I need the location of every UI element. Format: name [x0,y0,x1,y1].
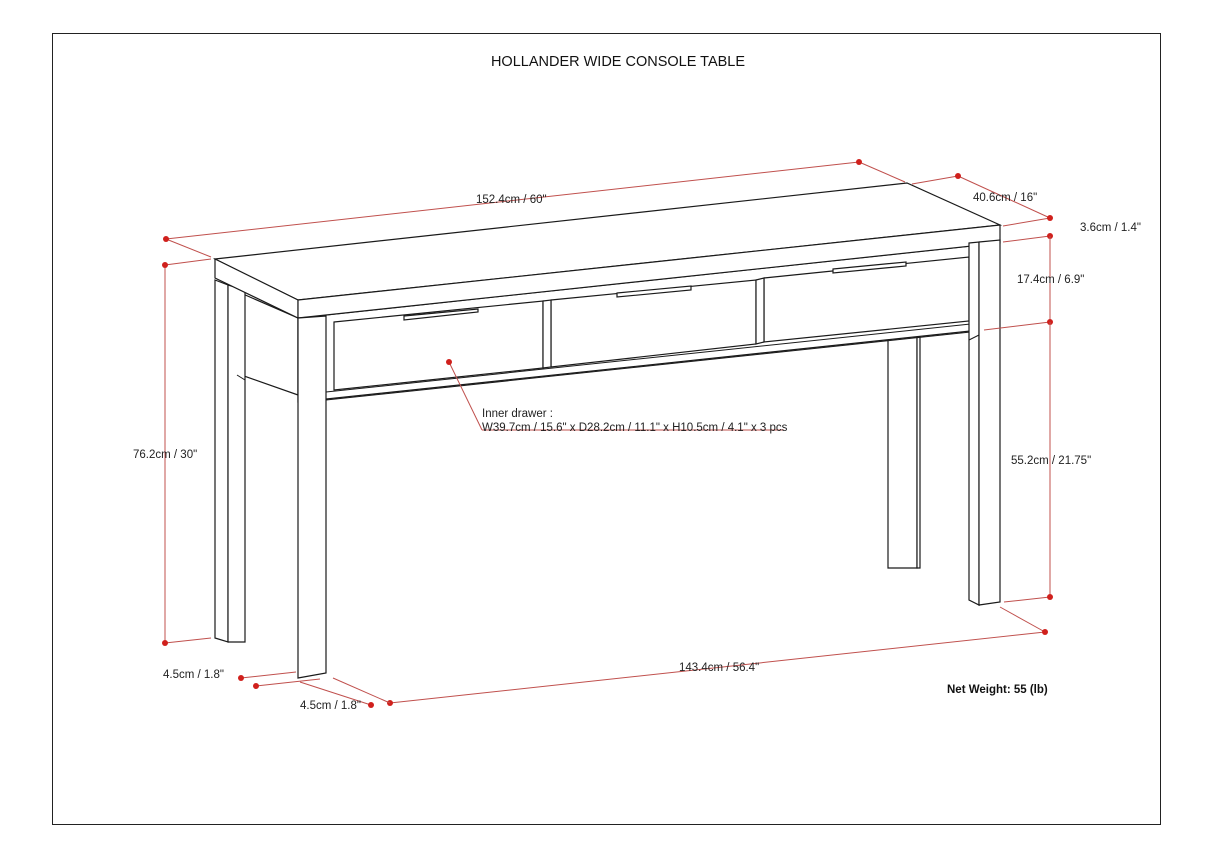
apron-height-label: 17.4cm / 6.9" [1017,274,1084,286]
dimension-labels: 152.4cm / 60" 40.6cm / 16" 3.6cm / 1.4" … [133,192,1141,712]
length-label: 152.4cm / 60" [476,194,547,206]
leg-depth-label: 4.5cm / 1.8" [163,669,224,681]
back-right-leg [887,332,918,569]
top-thickness-label: 3.6cm / 1.4" [1080,222,1141,234]
leg-clearance-label: 55.2cm / 21.75" [1011,455,1091,467]
net-weight-label: Net Weight: 55 (lb) [947,684,1048,696]
leg-width-label: 4.5cm / 1.8" [300,700,361,712]
drawer-note-title: Inner drawer : [482,408,553,420]
drawer-handle [832,261,907,274]
drawer-note-dimensions: W39.7cm / 15.6" x D28.2cm / 11.1" x H10.… [482,422,788,434]
dimension-lines [162,159,1053,708]
depth-label: 40.6cm / 16" [973,192,1037,204]
front-right-leg [978,239,1001,606]
front-right-leg-side [968,241,980,606]
diagram-title: HOLLANDER WIDE CONSOLE TABLE [491,54,745,70]
console-table [212,182,1003,679]
total-height-label: 76.2cm / 30" [133,449,197,461]
drawer-handle [616,285,692,298]
front-left-leg [297,315,327,679]
inner-length-label: 143.4cm / 56.4" [679,662,759,674]
drawing-frame [52,33,1161,825]
back-left-leg [214,279,229,643]
drawer-handle [403,308,479,321]
